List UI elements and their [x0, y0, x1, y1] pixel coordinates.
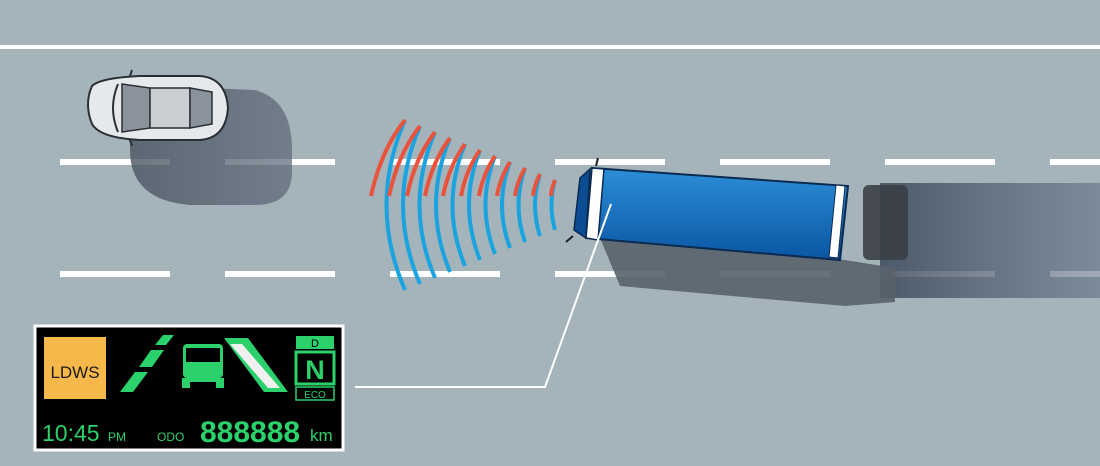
bus-icon	[565, 157, 850, 262]
gear-top-label: D	[311, 338, 319, 350]
gear-main-label: N	[305, 355, 325, 385]
lane-line-right-icon	[224, 338, 288, 392]
clock-time: 10:45	[42, 420, 100, 446]
odo-label: ODO	[157, 430, 184, 444]
lcd-display: LDWS D N ECO 10:45 PM ODO	[33, 324, 345, 452]
bus-front-icon	[182, 344, 224, 388]
ldws-badge	[44, 337, 106, 399]
callout-line	[355, 203, 612, 388]
radar-waves-icon	[384, 119, 557, 291]
odometer-value: 888888	[200, 416, 300, 449]
lane-line-left-icon	[120, 335, 174, 392]
ldws-label: LDWS	[50, 363, 99, 382]
clock-suffix: PM	[108, 430, 126, 444]
odometer-unit: km	[310, 426, 333, 445]
trailing-vehicle-shadow	[880, 183, 1100, 298]
gear-bottom-label: ECO	[304, 390, 326, 401]
radar-waves-red	[369, 118, 557, 197]
trailing-vehicle	[863, 185, 908, 260]
bus-shadow	[600, 238, 895, 306]
car-icon	[87, 69, 230, 147]
